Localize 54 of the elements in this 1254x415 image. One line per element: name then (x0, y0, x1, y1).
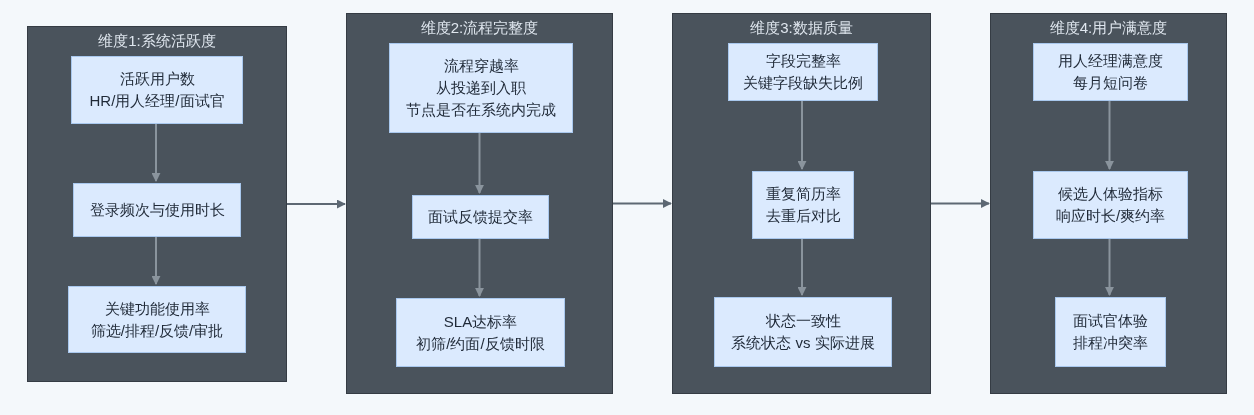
arrow (797, 99, 807, 170)
metric-box (412, 195, 549, 239)
arrow (612, 199, 672, 208)
metric-box (752, 171, 854, 239)
metric-text: 状态一致性 (765, 311, 841, 331)
metric-text: 重复简历率 (765, 184, 841, 204)
metric-text: 从投递到入职 (436, 78, 526, 98)
metric-text: 用人经理满意度 (1058, 51, 1163, 71)
panel-title: 维度4:用户满意度 (1048, 18, 1169, 38)
metric-text: 面试官体验 (1073, 311, 1148, 331)
metric-box (1033, 43, 1188, 101)
dimension-panel (27, 26, 287, 382)
metric-box (389, 43, 573, 133)
metric-box (714, 297, 892, 367)
metric-text: 去重后对比 (765, 206, 841, 226)
metric-text: 排程冲突率 (1073, 333, 1148, 353)
metric-box (396, 298, 565, 367)
metric-box (728, 43, 878, 101)
arrow (475, 237, 484, 297)
metric-text: 候选人体验指标 (1058, 184, 1163, 204)
arrow (1105, 99, 1114, 170)
metric-box (1055, 297, 1166, 367)
metric-box (71, 56, 243, 124)
arrow (475, 131, 484, 194)
metric-text: 关键功能使用率 (104, 298, 210, 319)
metric-text: HR/用人经理/面试官 (89, 91, 225, 111)
arrow (286, 199, 346, 209)
panel-title: 维度1:系统活跃度 (97, 31, 217, 51)
metric-text: 面试反馈提交率 (428, 207, 533, 227)
metric-box (73, 183, 241, 237)
arrow (1105, 237, 1114, 296)
metric-text: 流程穿越率 (443, 56, 519, 76)
metric-text: 响应时长/爽约率 (1055, 206, 1166, 226)
metric-text: 活跃用户数 (119, 69, 195, 89)
dimension-panel (990, 13, 1227, 394)
metric-box (1033, 171, 1188, 239)
arrow (151, 122, 161, 182)
metric-box (68, 286, 246, 353)
metric-text: SLA达标率 (443, 311, 518, 332)
arrow (930, 199, 990, 208)
panel-title: 维度3:数据质量 (749, 18, 854, 38)
metric-text: 每月短问卷 (1073, 73, 1148, 93)
metric-text: 登录频次与使用时长 (89, 200, 225, 220)
arrow (151, 235, 161, 285)
dimension-panel (346, 13, 613, 394)
metric-text: 系统状态 vs 实际进展 (731, 333, 875, 353)
metric-text: 关键字段缺失比例 (743, 73, 863, 93)
arrow (797, 237, 807, 296)
metric-text: 字段完整率 (765, 51, 841, 71)
metric-text: 节点是否在系统内完成 (406, 100, 556, 120)
panel-title: 维度2:流程完整度 (419, 18, 540, 38)
dimension-panel (672, 13, 931, 394)
metric-text: 筛选/排程/反馈/审批 (90, 320, 224, 341)
metric-text: 初筛/约面/反馈时限 (416, 333, 545, 354)
